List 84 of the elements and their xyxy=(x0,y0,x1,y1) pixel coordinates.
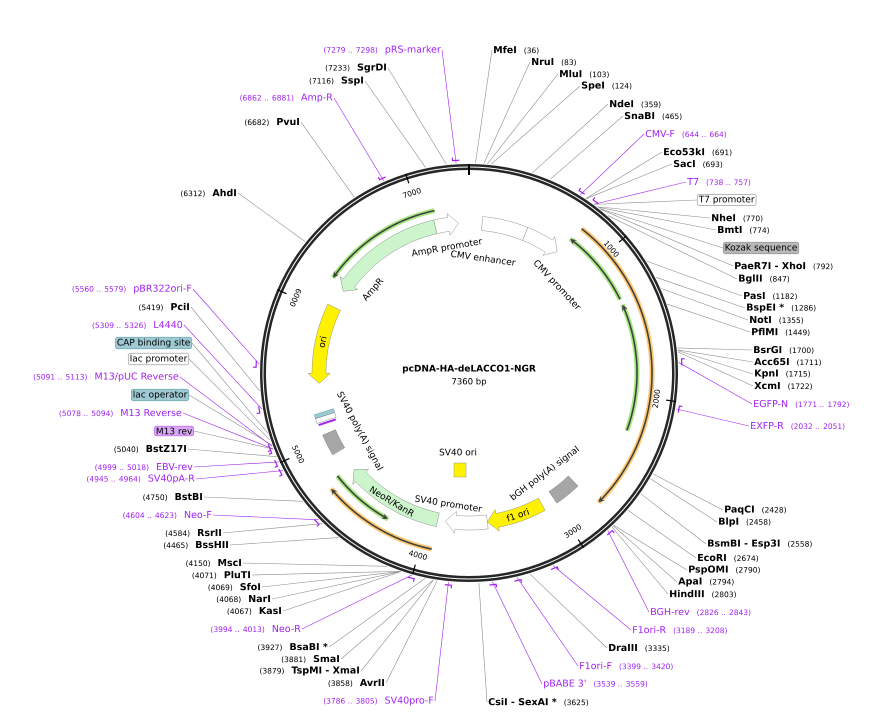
leader-line xyxy=(194,462,280,468)
leader-line xyxy=(364,80,426,168)
leader-line xyxy=(613,524,688,570)
leader-line xyxy=(180,376,273,447)
leader-line xyxy=(302,574,412,630)
sequence-length: 7360 bp xyxy=(452,378,486,386)
leader-line xyxy=(656,277,746,308)
leader-line xyxy=(487,74,558,164)
leader-line xyxy=(272,571,402,600)
feature-label: lac operator xyxy=(131,388,189,402)
leader-line xyxy=(608,530,650,612)
node-label: CMV enhancer xyxy=(451,250,516,266)
leader-line xyxy=(192,342,268,434)
leader-line xyxy=(340,580,434,660)
leader-line xyxy=(594,200,698,205)
leader-line xyxy=(667,304,750,332)
map-title: pcDNA-HA-deLACCO1-NGR xyxy=(402,364,536,374)
leader-line xyxy=(484,62,530,164)
leader-line xyxy=(360,580,434,672)
leader-line xyxy=(594,182,686,205)
leader-line xyxy=(188,394,272,446)
leader-line xyxy=(252,571,400,576)
leader-line xyxy=(328,578,426,648)
leader-line xyxy=(530,574,608,648)
leader-line xyxy=(442,50,456,164)
leader-line xyxy=(552,565,632,630)
leader-line xyxy=(490,86,580,164)
feature-label: CAP binding site xyxy=(115,336,192,350)
leader-line xyxy=(608,215,738,280)
leader-line xyxy=(628,510,696,558)
leader-line xyxy=(188,358,270,440)
feature-label: T7 promoter xyxy=(697,194,756,206)
leader-line xyxy=(204,496,304,502)
leader-line xyxy=(550,116,624,180)
node-label: SV40 ori xyxy=(440,448,476,456)
leader-line xyxy=(612,525,678,582)
leader-line xyxy=(300,122,354,198)
leader-line xyxy=(434,582,449,702)
leader-line xyxy=(678,352,754,386)
feature-box: SV40 ori xyxy=(440,448,476,478)
leader-line xyxy=(612,526,668,594)
leader-line xyxy=(192,288,260,364)
leader-line xyxy=(478,582,488,702)
leader-line xyxy=(640,494,706,544)
feature-block: ori xyxy=(308,304,341,384)
leader-line xyxy=(600,208,734,266)
leader-line xyxy=(182,412,274,450)
leader-line xyxy=(532,104,608,174)
leader-line xyxy=(660,288,748,320)
leader-line xyxy=(678,362,752,404)
leader-line xyxy=(676,408,750,426)
leader-line xyxy=(386,580,438,684)
leader-line xyxy=(516,577,578,666)
leader-line xyxy=(188,448,277,457)
leader-line xyxy=(212,514,320,520)
feature-label: Kozak sequence xyxy=(723,242,800,254)
leader-line xyxy=(597,206,710,218)
leader-line xyxy=(586,164,672,199)
feature-label: M13 rev xyxy=(154,426,194,436)
leader-line xyxy=(652,474,724,510)
leader-line xyxy=(222,523,323,534)
leader-line xyxy=(475,50,492,164)
leader-line xyxy=(599,208,724,248)
leader-line xyxy=(230,537,339,546)
leader-line xyxy=(598,206,716,230)
leader-line xyxy=(678,350,754,374)
leader-line xyxy=(242,562,388,567)
leader-line xyxy=(190,306,260,392)
leader-line xyxy=(282,571,402,612)
leader-line xyxy=(492,581,542,684)
leader-line xyxy=(677,348,752,350)
leader-line xyxy=(650,478,718,522)
leader-line xyxy=(586,152,662,199)
leader-line xyxy=(334,98,384,182)
feature-label: lac promoter xyxy=(128,352,189,366)
leader-line xyxy=(677,350,754,362)
leader-line xyxy=(262,571,401,588)
leader-line xyxy=(196,470,284,480)
leader-line xyxy=(238,192,306,242)
leader-line xyxy=(388,68,447,165)
leader-line xyxy=(184,324,262,410)
leader-line xyxy=(646,260,742,296)
leader-line xyxy=(580,134,644,196)
leader-line xyxy=(194,430,274,450)
